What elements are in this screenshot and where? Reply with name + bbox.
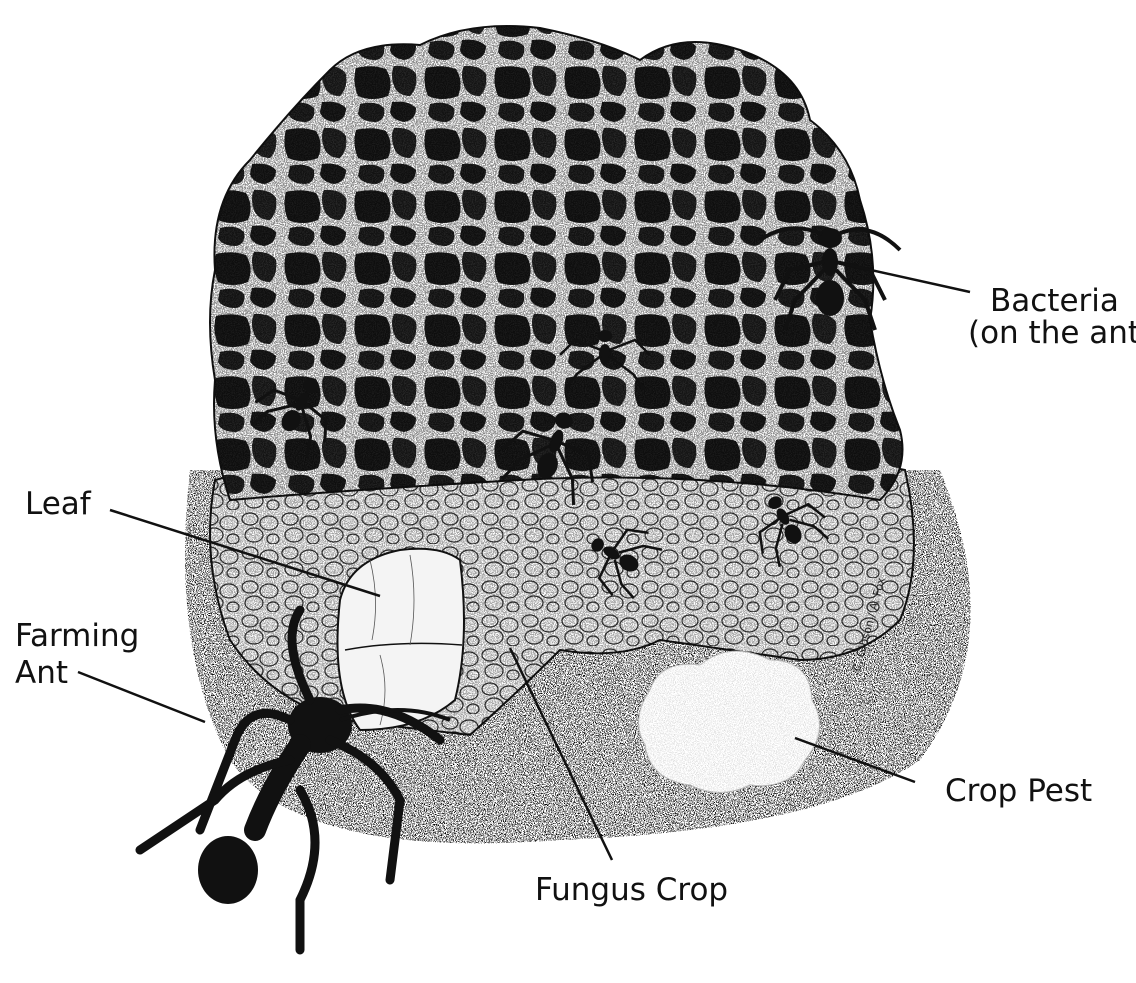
crop-pest [639, 651, 820, 792]
label-farming: Farming [15, 618, 139, 654]
label-bacteria-sub: (on the ant) [968, 315, 1136, 351]
label-leaf: Leaf [25, 486, 91, 522]
fungus-garden-upper [210, 26, 903, 500]
label-bacteria: Bacteria [990, 283, 1119, 319]
label-ant: Ant [15, 655, 68, 691]
leaf [338, 549, 465, 730]
label-crop-pest: Crop Pest [945, 773, 1092, 809]
label-fungus-crop: Fungus Crop [535, 872, 728, 908]
